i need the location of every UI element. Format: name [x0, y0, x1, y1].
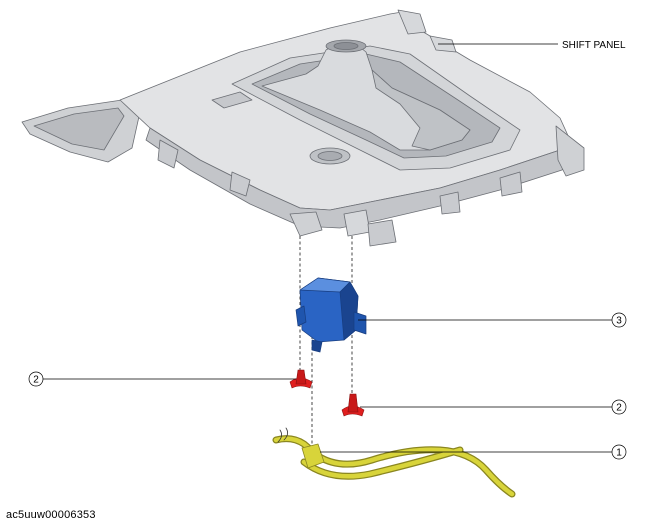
shift-panel-label: SHIFT PANEL [562, 40, 626, 51]
panel-underside-boss-center [343, 209, 371, 237]
switch-module-tab-left [295, 305, 307, 327]
harness-connector-body [301, 443, 325, 469]
callout-2-right-number: 2 [616, 403, 622, 414]
panel-underside-clip-3 [439, 191, 461, 215]
shift-panel [21, 9, 585, 247]
shift-panel-right-tab [555, 125, 585, 177]
figure-id: ac5uuw00006353 [6, 509, 96, 521]
push-clip-left [289, 369, 313, 389]
switch-module-foot [311, 339, 323, 353]
shift-panel-top-tab [397, 9, 427, 35]
shift-panel-left-wing-inner [33, 107, 125, 151]
shift-boot-shade [371, 69, 471, 151]
push-clip-right-stem [347, 393, 359, 413]
panel-underside-boss-right [367, 219, 397, 247]
panel-recess-rect [211, 91, 253, 109]
push-clip-left-stem [295, 369, 307, 385]
callout-3-circle [611, 312, 627, 328]
switch-module [295, 277, 367, 353]
callouts [28, 43, 627, 460]
callout-2-right-circle [611, 399, 627, 415]
panel-underside-clip-1 [157, 139, 179, 169]
callout-1-circle [611, 444, 627, 460]
harness-cut-mark [277, 427, 288, 443]
callout-1-number: 1 [616, 448, 622, 459]
wiring-harness [272, 427, 516, 498]
switch-module-tab-right [353, 311, 367, 335]
panel-underside-boss-left [289, 211, 323, 237]
callout-2-left-circle [28, 371, 44, 387]
panel-underside-clip-4 [499, 171, 523, 197]
shift-knob-stem-hole [333, 42, 359, 50]
callout-2-left-number: 2 [33, 375, 39, 386]
push-clip-right [341, 393, 365, 417]
callout-3-number: 3 [616, 316, 622, 327]
panel-recess-round-inner [317, 151, 343, 161]
panel-underside-clip-2 [229, 171, 251, 197]
